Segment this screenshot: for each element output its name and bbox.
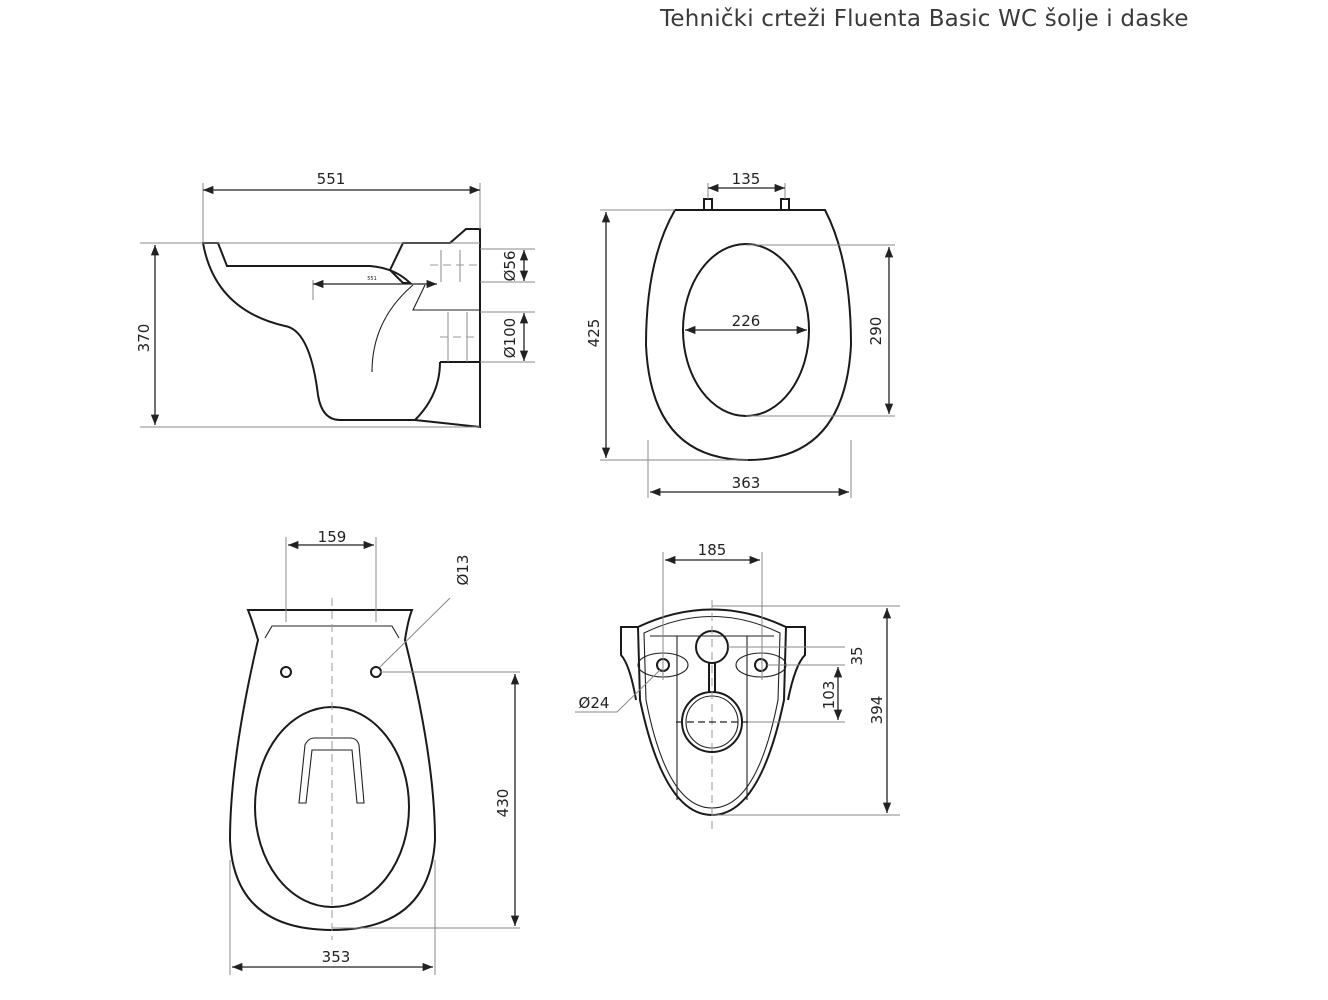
- dim-inner-length-label: 551: [367, 276, 377, 282]
- dim-back-spacing-label: 185: [698, 541, 727, 559]
- back-view: 185 35 103 394 Ø24: [575, 541, 900, 830]
- dim-drain-offset-label: 103: [820, 681, 838, 710]
- dim-opening-length-label: 290: [867, 317, 885, 346]
- dim-back-height-label: 394: [868, 696, 886, 725]
- bowl-top-view: 159 Ø13 430 353: [228, 528, 520, 975]
- side-view: 551 370 551 Ø56 Ø100: [135, 170, 535, 429]
- dim-seat-width-label: 363: [732, 474, 761, 492]
- dim-outlet-label: Ø100: [501, 318, 519, 358]
- dim-inlet-label: Ø56: [501, 251, 519, 282]
- dim-hinge-label: 135: [732, 170, 761, 188]
- dim-width-label: 551: [317, 170, 346, 188]
- dim-opening-width-label: 226: [732, 312, 761, 330]
- dim-front-distance-label: 430: [494, 789, 512, 818]
- dim-height-label: 370: [135, 324, 153, 353]
- dim-offset-label: 35: [848, 646, 866, 665]
- dim-hole-spacing-label: 159: [318, 528, 347, 546]
- seat-view: 135 425 290 226 363: [585, 170, 895, 498]
- dim-hole-diameter-label: Ø13: [454, 555, 472, 586]
- dim-bowl-width-label: 353: [322, 948, 351, 966]
- dim-back-hole-label: Ø24: [579, 694, 610, 712]
- page-title: Tehnički crteži Fluenta Basic WC šolje i…: [660, 6, 1189, 32]
- dim-seat-length-label: 425: [585, 319, 603, 348]
